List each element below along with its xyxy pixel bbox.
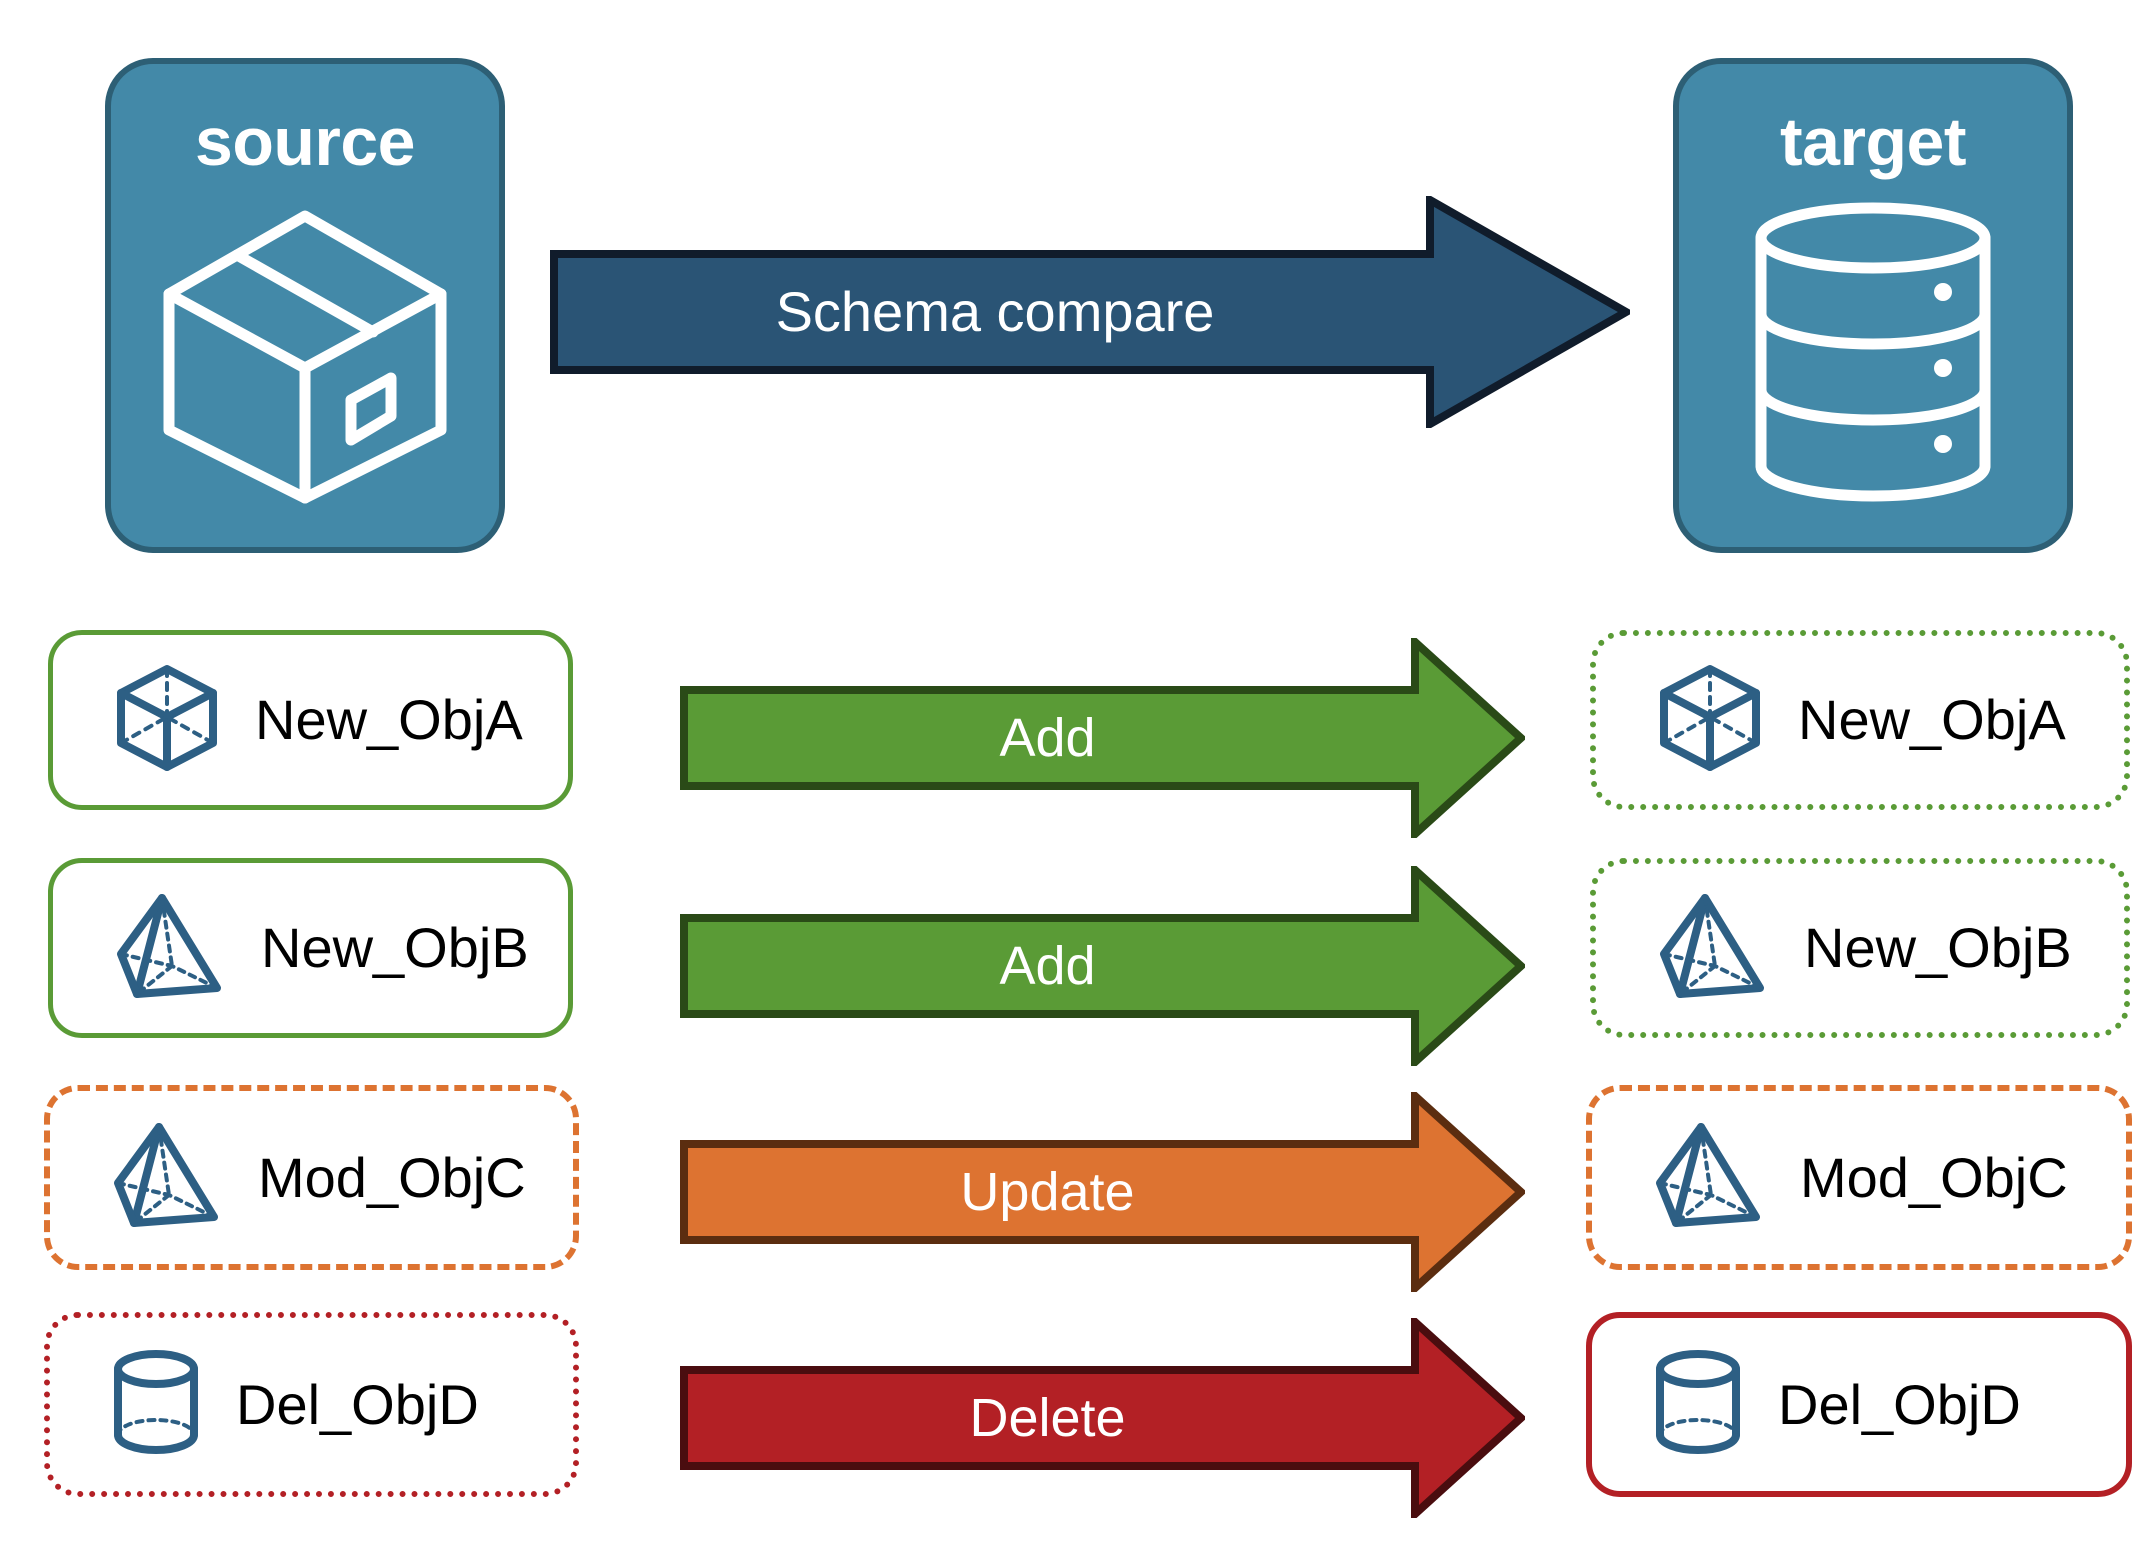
target-object-card[interactable]: New_ObjB <box>1590 858 2130 1038</box>
target-object-label: New_ObjA <box>1798 688 2066 751</box>
pyramid-wireframe-icon <box>115 892 225 1005</box>
source-object-card[interactable]: New_ObjA <box>48 630 573 810</box>
source-object-label: Del_ObjD <box>236 1372 479 1436</box>
source-panel-title: source <box>195 104 416 180</box>
source-object-label: New_ObjA <box>255 688 523 751</box>
arrow-right-icon <box>680 1318 1525 1518</box>
arrow-right-icon <box>550 196 1630 428</box>
arrow-right-icon <box>680 1092 1525 1292</box>
target-panel-title: target <box>1780 104 1966 180</box>
source-object-card[interactable]: New_ObjB <box>48 858 573 1038</box>
source-object-card[interactable]: Mod_ObjC <box>44 1085 579 1270</box>
pyramid-wireframe-icon <box>112 1121 222 1234</box>
action-arrow-update: Update <box>680 1092 1525 1292</box>
database-cylinder-icon <box>1748 202 1998 507</box>
arrow-right-icon <box>680 866 1525 1066</box>
pyramid-wireframe-icon <box>1658 892 1768 1005</box>
arrow-right-icon <box>680 638 1525 838</box>
target-object-card[interactable]: Mod_ObjC <box>1586 1085 2132 1270</box>
cylinder-wireframe-icon <box>1654 1347 1742 1462</box>
schema-compare-arrow: Schema compare <box>550 196 1630 428</box>
pyramid-wireframe-icon <box>1654 1121 1764 1234</box>
target-object-label: New_ObjB <box>1804 916 2072 979</box>
target-object-label: Mod_ObjC <box>1800 1145 2068 1209</box>
source-object-label: Mod_ObjC <box>258 1145 526 1209</box>
target-object-card[interactable]: Del_ObjD <box>1586 1312 2132 1497</box>
cube-wireframe-icon <box>115 663 219 778</box>
source-object-card[interactable]: Del_ObjD <box>44 1312 579 1497</box>
cylinder-wireframe-icon <box>112 1347 200 1462</box>
action-arrow-add: Add <box>680 638 1525 838</box>
target-panel: target <box>1673 58 2073 553</box>
source-object-label: New_ObjB <box>261 916 529 979</box>
action-arrow-add: Add <box>680 866 1525 1066</box>
action-arrow-delete: Delete <box>680 1318 1525 1518</box>
package-box-icon <box>155 202 455 517</box>
target-object-label: Del_ObjD <box>1778 1372 2021 1436</box>
cube-wireframe-icon <box>1658 663 1762 778</box>
target-object-card[interactable]: New_ObjA <box>1590 630 2130 810</box>
source-panel: source <box>105 58 505 553</box>
